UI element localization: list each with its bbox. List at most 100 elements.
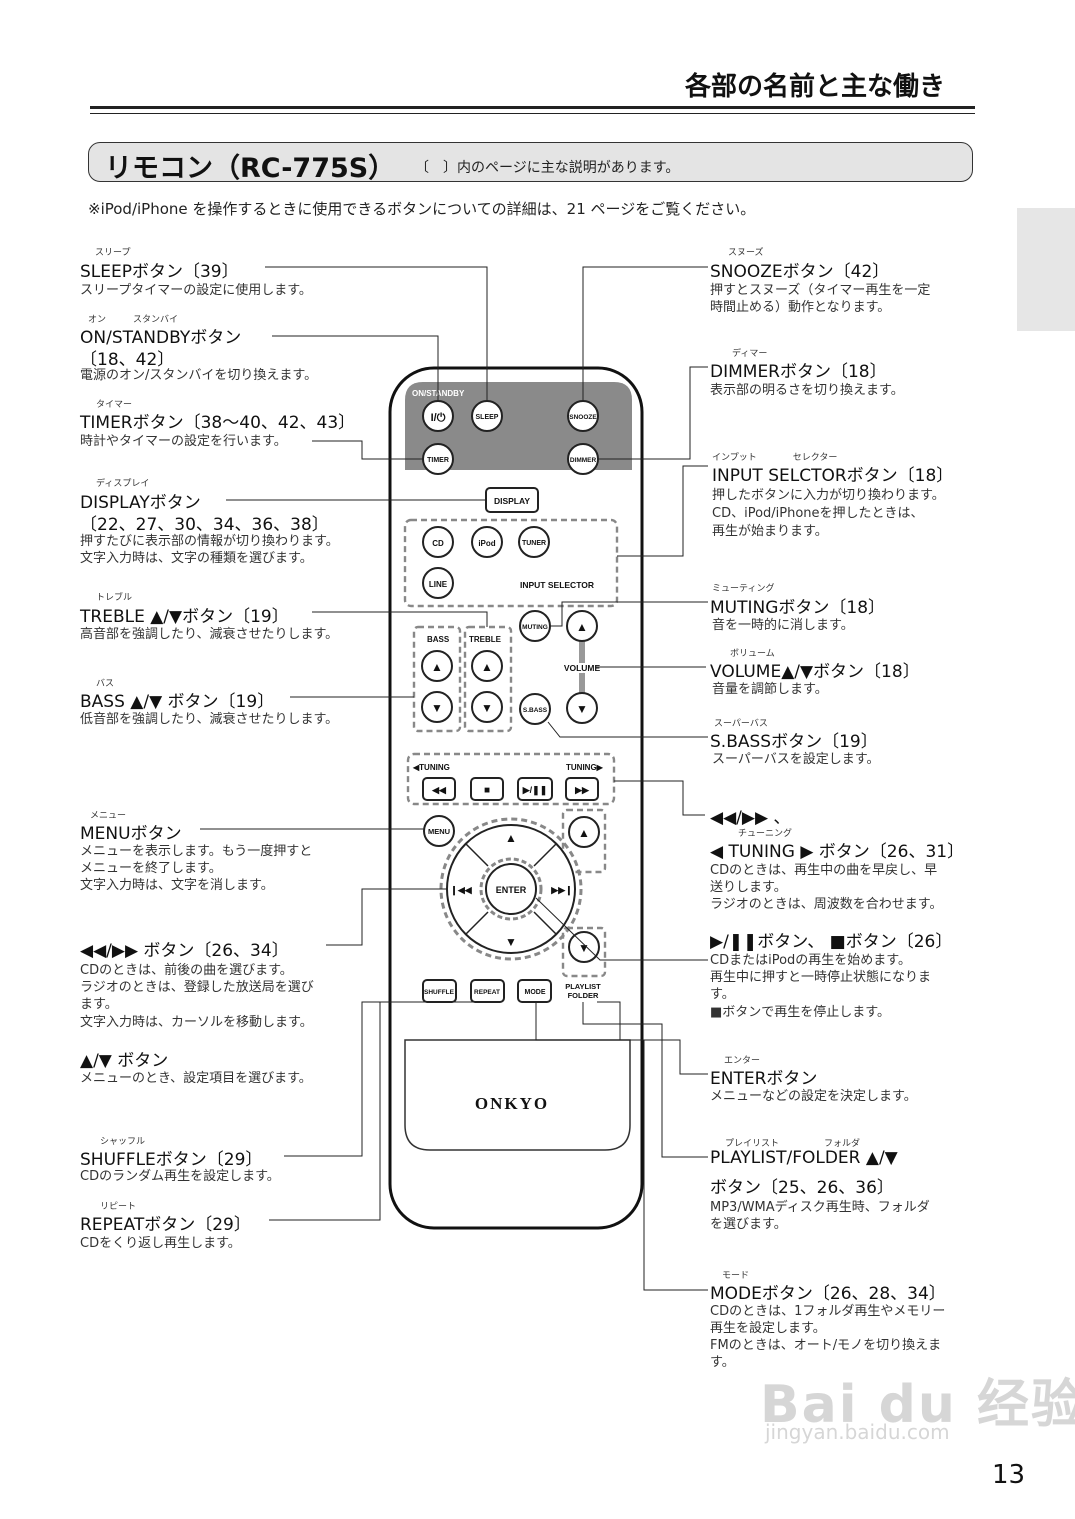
bass-heading: BASS ▲/▼ ボタン〔19〕 xyxy=(80,692,275,712)
line-button-label: LINE xyxy=(429,580,448,589)
playlist-heading: PLAYLIST/FOLDER ▲/▼ xyxy=(710,1148,898,1168)
tuning-heading-2: ◀ TUNING ▶ ボタン〔26、31〕 xyxy=(710,842,965,862)
repeat-ruby: リピート xyxy=(100,1202,137,1212)
volume-up-icon: ▲ xyxy=(576,620,588,634)
display-button-label: DISPLAY xyxy=(494,496,530,506)
page-title: リモコン（RC-775S） xyxy=(105,153,396,184)
rewind-icon: ◀◀ xyxy=(431,785,447,795)
mode-desc-2: 再生を設定します。 xyxy=(710,1321,826,1336)
page-number: 13 xyxy=(992,1460,1026,1490)
sbass-button[interactable] xyxy=(519,693,551,725)
input-ruby: インプット セレクター xyxy=(712,453,838,463)
sleep-heading: SLEEPボタン〔39〕 xyxy=(80,262,239,282)
enter-button-label: ENTER xyxy=(496,885,527,895)
menu-button-label: MENU xyxy=(428,827,450,836)
bass-desc: 低音部を強調したり、減衰させたりします。 xyxy=(80,712,339,727)
playlist-desc-2: を選びます。 xyxy=(710,1217,787,1232)
updown-heading: ▲/▼ ボタン xyxy=(80,1051,169,1071)
repeat-desc: CDをくり返し再生します。 xyxy=(80,1236,241,1251)
next-track-icon[interactable]: ▶▶❙ xyxy=(550,885,572,896)
treble-group xyxy=(463,625,513,733)
menu-button[interactable] xyxy=(423,815,455,847)
tuning-desc-3: ラジオのときは、周波数を合わせます。 xyxy=(710,897,943,912)
playlist-up-icon: ▲ xyxy=(578,826,590,840)
side-tab xyxy=(1017,208,1075,331)
shuffle-ruby: シャッフル xyxy=(100,1137,146,1147)
play-stop-desc-2: 再生中に押すと一時停止状態になりま xyxy=(710,970,932,985)
line-button[interactable] xyxy=(422,567,454,599)
mode-heading: MODEボタン〔26、28、34〕 xyxy=(710,1284,946,1304)
repeat-button[interactable] xyxy=(470,979,505,1003)
menu-ruby: メニュー xyxy=(90,811,127,821)
onstandby-ruby: オン スタンバイ xyxy=(88,315,179,325)
skip-desc-1: CDのときは、前後の曲を選びます。 xyxy=(80,963,293,978)
timer-desc: 時計やタイマーの設定を行います。 xyxy=(80,434,287,449)
repeat-heading: REPEATボタン〔29〕 xyxy=(80,1215,251,1235)
cd-button[interactable] xyxy=(422,526,454,558)
snooze-desc-1: 押すとスヌーズ（タイマー再生を一定 xyxy=(710,283,931,298)
treble-desc: 高音部を強調したり、減衰させたりします。 xyxy=(80,627,339,642)
fast-forward-button[interactable] xyxy=(565,777,599,801)
mode-desc-3: FMのときは、オート/モノを切り換えま xyxy=(710,1338,942,1353)
dimmer-desc: 表示部の明るさを切り換えます。 xyxy=(710,383,904,398)
tuning-desc-2: 送りします。 xyxy=(710,880,787,895)
muting-ruby: ミューティング xyxy=(712,584,775,594)
playlist-label: PLAYLIST xyxy=(565,982,601,991)
folder-label: FOLDER xyxy=(568,991,599,1000)
onstandby-desc: 電源のオン/スタンバイを切り換えます。 xyxy=(80,368,318,383)
treble-heading: TREBLE ▲/▼ボタン〔19〕 xyxy=(80,607,289,627)
volume-up-button[interactable] xyxy=(566,610,598,642)
snooze-ruby: スヌーズ xyxy=(728,248,764,258)
header-rule xyxy=(90,106,975,109)
playlist-down-button[interactable] xyxy=(568,931,600,963)
playlist-up-button[interactable] xyxy=(568,816,600,848)
snooze-desc-2: 時間止める）動作となります。 xyxy=(710,300,891,315)
tuner-button-label: TUNER xyxy=(522,540,546,547)
display-ruby: ディスプレイ xyxy=(96,479,150,489)
stop-button[interactable] xyxy=(470,777,504,801)
leader-lines-right xyxy=(535,266,708,1291)
volume-heading: VOLUME▲/▼ボタン〔18〕 xyxy=(710,662,920,682)
remote-bottom-panel xyxy=(404,1039,631,1151)
snooze-button-label: SNOOZE xyxy=(569,414,597,421)
tuning-right-label: TUNING▶ xyxy=(566,763,604,772)
input-selector-group xyxy=(403,518,619,608)
enter-heading: ENTERボタン xyxy=(710,1069,818,1089)
nav-up-icon[interactable]: ▲ xyxy=(505,831,517,845)
ipod-button[interactable] xyxy=(471,526,503,558)
play-pause-icon: ▶/❚❚ xyxy=(522,785,548,796)
bass-up-button[interactable] xyxy=(421,650,453,682)
play-pause-button[interactable] xyxy=(517,777,553,801)
mode-button[interactable] xyxy=(517,979,552,1003)
prev-track-icon[interactable]: ❙◀◀ xyxy=(450,885,472,896)
enter-ring-dashed xyxy=(479,857,543,921)
tuning-group xyxy=(406,752,616,806)
bass-down-button[interactable] xyxy=(421,691,453,723)
sleep-ruby: スリープ xyxy=(95,248,131,258)
ipod-button-label: iPod xyxy=(478,539,495,548)
enter-button[interactable] xyxy=(485,863,537,915)
skip-desc-4: 文字入力時は、カーソルを移動します。 xyxy=(80,1015,313,1030)
playlist-pages: ボタン〔25、26、36〕 xyxy=(710,1178,894,1198)
skip-desc-3: ます。 xyxy=(80,997,118,1012)
treble-label: TREBLE xyxy=(469,635,502,644)
rewind-button[interactable] xyxy=(422,777,456,801)
muting-button-label: MUTING xyxy=(522,624,548,631)
muting-heading: MUTINGボタン〔18〕 xyxy=(710,598,886,618)
playlist-down-icon: ▼ xyxy=(578,941,590,955)
bass-down-icon: ▼ xyxy=(431,701,443,715)
shuffle-button-label: SHUFFLE xyxy=(424,989,455,996)
treble-down-button[interactable] xyxy=(471,691,503,723)
nav-down-icon[interactable]: ▼ xyxy=(505,935,517,949)
input-desc-1: 押したボタンに入力が切り換わります。 xyxy=(712,488,945,503)
play-stop-desc-3: す。 xyxy=(710,987,735,1002)
fast-forward-icon: ▶▶ xyxy=(574,785,590,795)
volume-down-button[interactable] xyxy=(566,692,598,724)
tuner-button[interactable] xyxy=(518,526,550,558)
sleep-button-label: SLEEP xyxy=(476,414,499,421)
nav-ring-dashed xyxy=(439,817,583,961)
onstandby-heading: ON/STANDBYボタン xyxy=(80,328,242,348)
tuning-desc-1: CDのときは、再生中の曲を早戻し、早 xyxy=(710,863,938,878)
treble-up-button[interactable] xyxy=(471,650,503,682)
